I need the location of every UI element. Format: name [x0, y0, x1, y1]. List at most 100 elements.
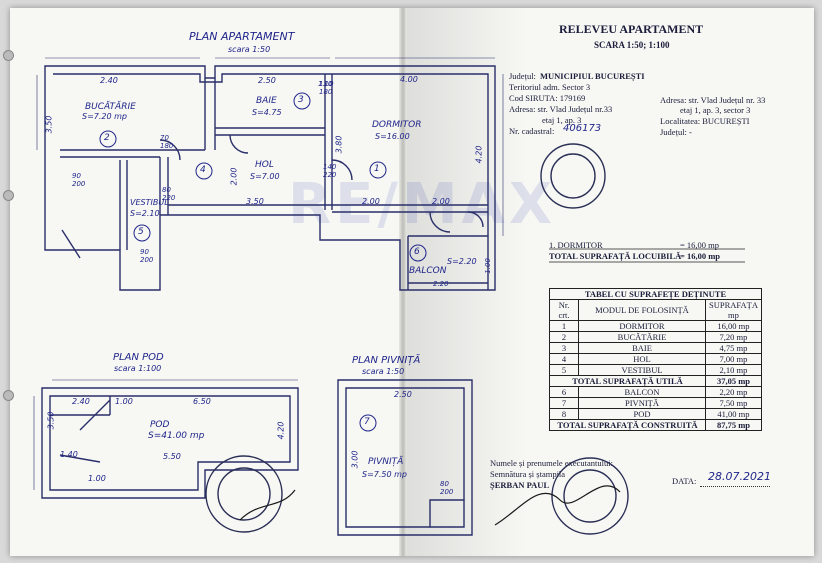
plan-pivnita-title: PLAN PIVNIȚĂ	[352, 355, 421, 366]
dim-380: 3.80	[334, 135, 344, 154]
dim-100: 1.00	[483, 258, 492, 274]
siruta: Cod SIRUTA: 179169	[509, 93, 586, 103]
num-baie: 3	[298, 95, 304, 105]
plan-pod-title: PLAN POD	[113, 352, 164, 363]
punch-hole	[3, 50, 14, 61]
teritoriu: Teritoriul adm. Sector 3	[509, 82, 591, 92]
pivnita-dim-250: 2.50	[394, 390, 412, 399]
dim-110: 1.10	[318, 80, 334, 88]
door-70-180: 70 180	[160, 134, 174, 150]
cadastral-label: Nr. cadastral:	[509, 126, 555, 136]
num-hol: 4	[200, 165, 206, 175]
page-fold	[399, 8, 407, 556]
room-vestibul: VESTIBUL	[130, 198, 169, 207]
plan-pivnita-scale: scara 1:50	[362, 367, 405, 376]
pivnita-door: 80 200	[440, 480, 454, 496]
dim-200-right: 2.00	[432, 197, 450, 206]
num-pivnita: 7	[364, 417, 370, 427]
area-hol: S=7.00	[250, 172, 280, 181]
dim-400: 4.00	[400, 75, 418, 84]
locuibila-item: 1. DORMITOR	[549, 240, 603, 250]
judet-right: Județul: -	[660, 127, 692, 137]
area-pivnita: S=7.50 mp	[362, 470, 408, 479]
judet-value: MUNICIPIUL BUCUREȘTI	[540, 71, 645, 81]
area-balcon: S=2.20	[447, 257, 477, 266]
dim-350: 3.50	[44, 115, 54, 134]
pod-dim-550: 5.50	[163, 452, 181, 461]
document-sheet	[10, 8, 814, 556]
room-pod: POD	[150, 420, 170, 430]
header-mod: MODUL DE FOLOSINȚĂ	[578, 299, 706, 321]
adresa-etaj: etaj 1, ap. 3	[542, 115, 582, 125]
date-line	[700, 486, 770, 487]
door-80-220: 80 220	[162, 186, 176, 202]
data-handwritten: 28.07.2021	[708, 470, 771, 483]
pod-dim-140: 1.40	[60, 450, 78, 459]
pod-dim-100b: 1.00	[88, 474, 106, 483]
semnatura-label: Semnătura și ștampila	[490, 469, 566, 479]
header-nr: Nr. crt.	[549, 299, 579, 321]
punch-hole	[3, 390, 14, 401]
judet-label: Județul:	[509, 71, 536, 81]
num-vestibul: 5	[138, 227, 144, 237]
adresa: Adresa: str. Vlad Județul nr.33	[509, 104, 613, 114]
adresa-right-etaj: etaj 1, ap. 3, sector 3	[680, 105, 751, 115]
num-bucatarie: 2	[104, 133, 110, 143]
num-dormitor: 1	[374, 164, 380, 174]
area-vestibul: S=2.10	[130, 209, 160, 218]
room-baie: BAIE	[256, 96, 277, 106]
area-dormitor: S=16.00	[375, 132, 410, 141]
door-90-200-a: 90 200	[72, 172, 86, 188]
cadastral-handwritten: 406173	[563, 123, 602, 134]
room-dormitor: DORMITOR	[372, 120, 422, 130]
plan-pod-scale: scara 1:100	[114, 364, 162, 373]
pod-dim-240: 2.40	[72, 397, 90, 406]
room-pivnita: PIVNIȚĂ	[368, 457, 404, 467]
table-caption: TABEL CU SUPRAFEȚE DEȚINUTE	[549, 288, 762, 300]
door-140-220: 140 220	[323, 163, 337, 179]
room-hol: HOL	[255, 160, 274, 170]
door-90-200-b: 90 200	[140, 248, 154, 264]
num-balcon: 6	[414, 247, 420, 257]
dim-350-hol: 3.50	[246, 197, 264, 206]
doc-title: RELEVEU APARTAMENT	[559, 22, 704, 36]
surfaces-table: TABEL CU SUPRAFEȚE DEȚINUTE Nr. crt. MOD…	[549, 288, 762, 431]
area-pod: S=41.00 mp	[148, 431, 205, 441]
dim-220-balcon: 2.20	[433, 280, 449, 288]
dim-200: 2.00	[229, 167, 239, 186]
data-label: DATA:	[672, 476, 697, 486]
localitate: Localitatea: BUCUREȘTI	[660, 116, 750, 126]
pod-dim-100: 1.00	[115, 397, 133, 406]
pivnita-dim-300: 3.00	[350, 450, 360, 469]
pod-dim-350: 3.50	[46, 411, 56, 430]
fold-shadow	[407, 8, 527, 556]
plan-apartament-title: PLAN APARTAMENT	[189, 30, 295, 43]
dim-240: 2.40	[100, 76, 118, 85]
door-110-180: 110 180	[319, 80, 333, 96]
pod-dim-420: 4.20	[276, 421, 286, 440]
adresa-right: Adresa: str. Vlad Județul nr. 33	[660, 95, 766, 105]
executant-label: Numele și prenumele executantului:	[490, 458, 613, 468]
executant-name: ȘERBAN PAUL	[490, 480, 550, 490]
area-baie: S=4.75	[252, 108, 282, 117]
locuibila-item-value: = 16,00 mp	[680, 240, 720, 250]
pod-dim-650: 6.50	[193, 397, 211, 406]
room-balcon: BALCON	[409, 266, 447, 276]
plan-apartament-scale: scara 1:50	[228, 45, 271, 54]
dim-420: 4.20	[474, 145, 484, 164]
locuibila-total: TOTAL SUPRAFAȚĂ LOCUIBILĂ	[549, 251, 682, 261]
locuibila-total-value: = 16,00 mp	[680, 251, 721, 261]
punch-hole	[3, 190, 14, 201]
